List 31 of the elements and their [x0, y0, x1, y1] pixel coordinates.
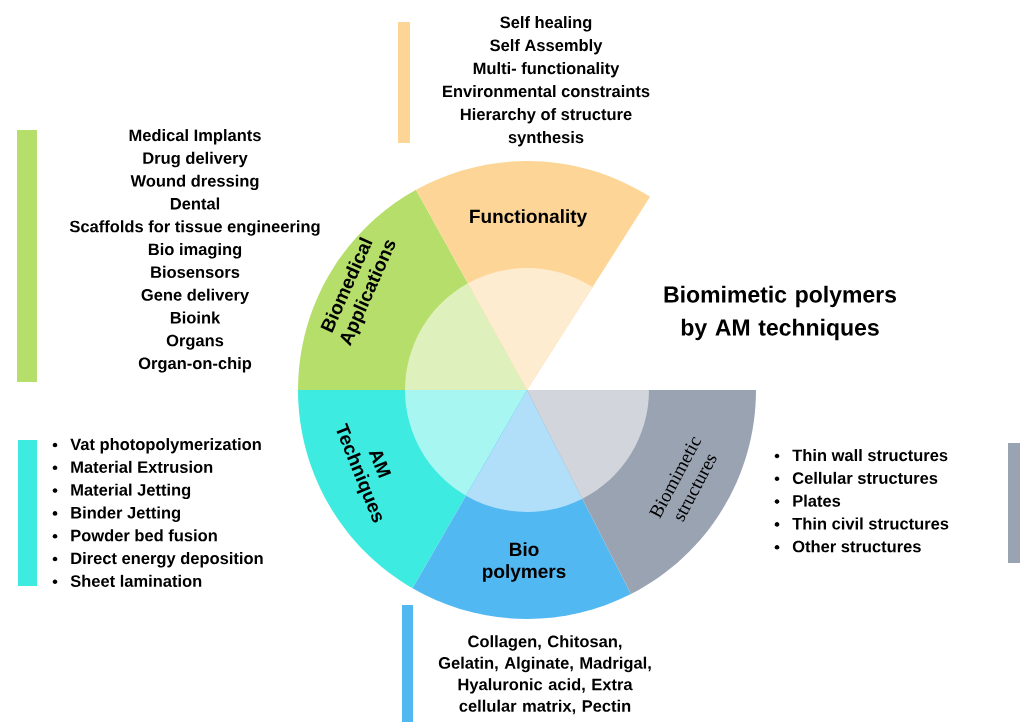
list-item: Sheet lamination	[52, 574, 202, 587]
list-item: Cellular structures	[774, 471, 938, 484]
list-item: Drug delivery	[143, 151, 248, 168]
list-item: Bioink	[170, 311, 221, 324]
list-item: Bio imaging	[148, 243, 242, 259]
list-item: Biosensors	[151, 265, 240, 278]
list-item: Wound dressing	[130, 174, 259, 191]
list-item: Material Jetting	[52, 483, 191, 500]
list-item: Binder Jetting	[52, 506, 180, 522]
list-item: Medical Implants	[129, 129, 261, 145]
list-item: Hierarchy of structure	[460, 108, 632, 124]
list-item: Environmental constraints	[443, 85, 650, 98]
list-item: Self Assembly	[490, 39, 603, 55]
list-text: Collagen, Chitosan, Gelatin, Alginate, Madrigal, Hyaluronic acid, Extra cellular matrix, Pectin	[438, 635, 651, 715]
title: Biomimetic polymers by AM techniques	[664, 285, 896, 341]
list-item: synthesis	[508, 131, 584, 147]
list-item: Self healing	[500, 16, 592, 32]
list-item: Material Extrusion	[52, 460, 213, 473]
list-item: Organ-on-chip	[138, 357, 252, 373]
list-item: Gene delivery	[141, 288, 249, 304]
list-item: Plates	[774, 494, 841, 507]
list-item: Direct energy deposition	[52, 552, 263, 568]
list-item: Thin wall structures	[774, 449, 948, 462]
list-item: Dental	[170, 197, 220, 210]
list-item: Powder bed fusion	[52, 529, 217, 542]
sector: Functionality	[416, 161, 651, 390]
list-item: Other structures	[774, 540, 921, 553]
list-item: Multi- functionality	[473, 62, 620, 78]
list-item: Thin civil structures	[774, 517, 949, 530]
list-item: Organs	[166, 334, 224, 350]
list-item: Vat photopolymerization	[52, 438, 261, 454]
